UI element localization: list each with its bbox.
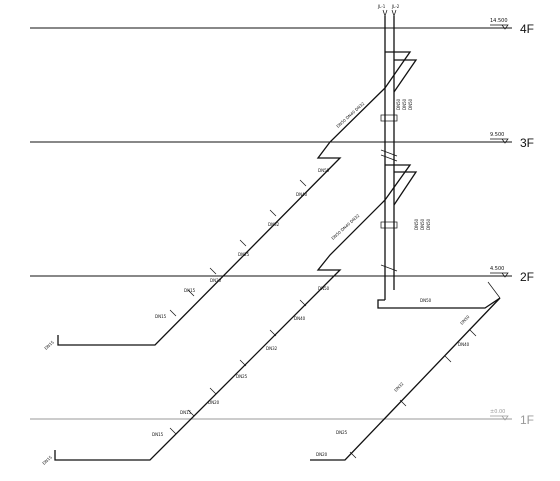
svg-text:DN15: DN15 — [184, 288, 196, 293]
svg-text:DN25: DN25 — [238, 252, 250, 257]
floor-label-1f: 1F — [520, 413, 534, 427]
svg-text:DN25: DN25 — [336, 430, 348, 435]
branch-upper-diagonal — [57, 87, 386, 346]
svg-text:DN40: DN40 — [296, 192, 308, 197]
svg-text:DN20: DN20 — [210, 278, 222, 283]
svg-text:DN32: DN32 — [266, 346, 278, 351]
svg-text:DN25: DN25 — [236, 374, 248, 379]
riser-valves — [380, 114, 398, 272]
riser-annotations-upper: DN50 DN50 DN50 — [396, 98, 413, 110]
lower-branch-fixtures: DN50 DN40 DN32 DN25 DN20 DN15 DN15 — [152, 286, 330, 437]
svg-text:DN50: DN50 — [408, 98, 413, 110]
riser-annotations-lower: DN50 DN50 DN50 — [414, 218, 431, 230]
svg-text:DN50: DN50 — [396, 98, 401, 110]
riser-tag-markers: JL-1 JL-2 — [377, 4, 400, 18]
branch-lower-diagonal — [54, 199, 386, 461]
svg-text:DN40: DN40 — [294, 316, 306, 321]
floor-label-2f: 2F — [520, 270, 534, 284]
svg-text:DN50: DN50 — [402, 98, 407, 110]
upper-branch-end-label: DN15 — [43, 339, 55, 350]
svg-text:DN32: DN32 — [393, 381, 405, 393]
elevation-text-4f: 14.500 — [490, 18, 508, 24]
riser-offset-upper-2 — [393, 59, 418, 93]
lower-branch-end-label: DN15 — [41, 454, 53, 465]
svg-text:DN50: DN50 — [414, 218, 419, 230]
svg-text:DN20: DN20 — [208, 400, 220, 405]
svg-text:DN15: DN15 — [152, 432, 164, 437]
floor-label-4f: 4F — [520, 22, 534, 36]
svg-text:DN50: DN50 — [459, 314, 471, 326]
branch-right-horizontal — [377, 297, 501, 309]
riser-tag-2: JL-2 — [391, 4, 400, 9]
svg-text:DN50: DN50 — [318, 286, 330, 291]
svg-text:DN40: DN40 — [458, 342, 470, 347]
riser-tag-1: JL-1 — [377, 4, 386, 9]
svg-text:DN15: DN15 — [180, 410, 192, 415]
svg-text:DN20: DN20 — [316, 452, 328, 457]
upper-branch-fixtures: DN50 DN40 DN32 DN25 DN20 DN15 DN15 — [155, 168, 330, 319]
right-branch-fixtures: DN50 DN40 DN32 DN25 DN20 — [316, 314, 477, 459]
svg-text:DN50: DN50 — [318, 168, 330, 173]
branch-lower-spec: DN50 DN40 DN32 — [330, 213, 360, 241]
riser-offset-mid-2 — [393, 171, 418, 206]
elevation-text-1f: ±0.00 — [490, 409, 505, 415]
elevation-text-2f: 4.500 — [490, 266, 504, 272]
riser-offset-mid — [384, 164, 412, 201]
branch-right-diagonal — [310, 297, 501, 461]
floor-label-3f: 3F — [520, 136, 534, 150]
branch-upper-spec: DN50 DN40 DN32 — [335, 101, 365, 129]
elevation-text-3f: 9.500 — [490, 132, 504, 138]
elevation-marker-2f: 4.500 — [490, 266, 509, 278]
elevation-marker-1f: ±0.00 — [490, 409, 509, 421]
svg-text:DN15: DN15 — [155, 314, 167, 319]
svg-text:DN50: DN50 — [426, 218, 431, 230]
branch-right-spec: DN50 — [420, 298, 432, 303]
elevation-marker-3f: 9.500 — [490, 132, 509, 144]
elevation-marker-4f: 14.500 — [490, 18, 509, 30]
riser-offset-upper — [384, 51, 412, 89]
svg-text:DN32: DN32 — [268, 222, 280, 227]
svg-text:DN50: DN50 — [420, 218, 425, 230]
